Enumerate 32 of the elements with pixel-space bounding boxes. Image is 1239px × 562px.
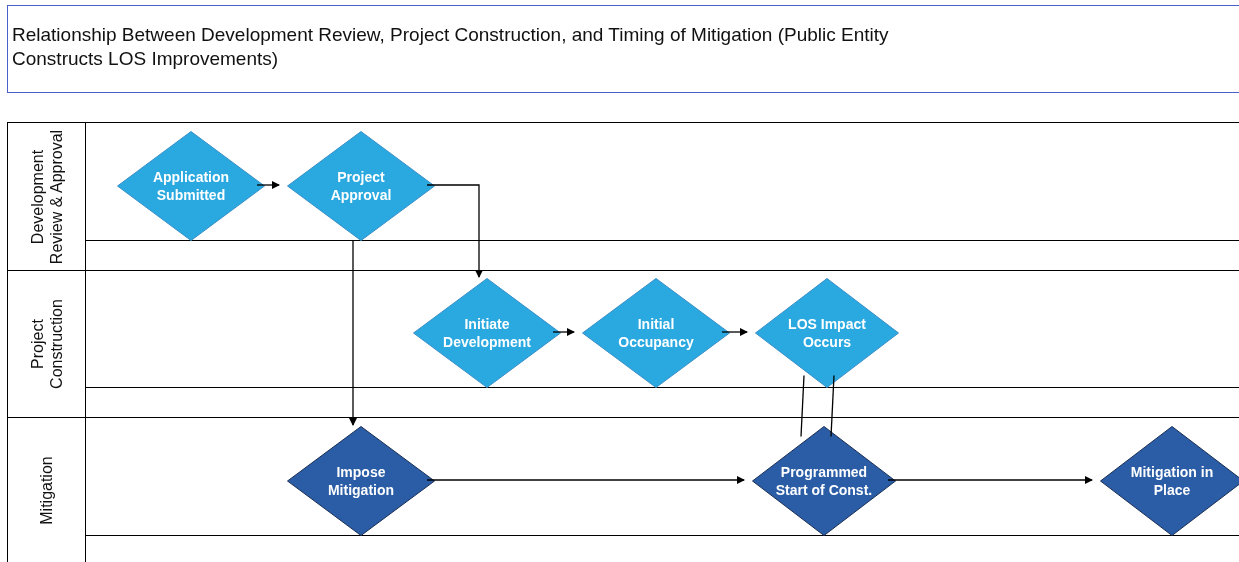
decision-diamond [287, 426, 435, 536]
node-label: Application Submitted [151, 168, 231, 204]
arrow [426, 184, 483, 278]
swimlane [7, 270, 1239, 418]
decision-diamond [755, 278, 899, 388]
arrow [426, 476, 745, 484]
arrow [349, 239, 357, 426]
decision-diamond [1100, 426, 1239, 536]
decision-diamond [287, 131, 435, 241]
arrow [721, 328, 748, 336]
decision-diamond [752, 426, 896, 536]
node-label: Impose Mitigation [326, 463, 396, 499]
title: Relationship Between Development Review, Project Construction, and Timing of Mitigation (Public Entity Constructs LOS Improvements) [12, 23, 890, 71]
node-label: Project Approval [329, 168, 393, 204]
swimlane [7, 122, 1239, 271]
swimlane [7, 417, 1239, 562]
node-label: LOS Impact Occurs [787, 315, 867, 351]
arrow [552, 328, 575, 336]
node-label: Programmed Start of Const. [774, 463, 874, 499]
connector-line [800, 374, 805, 438]
node-label: Mitigation in Place [1129, 463, 1215, 499]
lane-label: Development Review & Approval [27, 128, 66, 266]
lane-label: Project Construction [27, 298, 66, 391]
connector-line [830, 374, 835, 438]
arrow [887, 476, 1093, 484]
decision-diamond [582, 278, 730, 388]
node-label: Initiate Development [442, 315, 532, 351]
arrow [256, 181, 280, 189]
decision-diamond [413, 278, 561, 388]
node-label: Initial Occupancy [617, 315, 695, 351]
decision-diamond [117, 131, 265, 241]
lane-label: Mitigation [37, 454, 56, 527]
